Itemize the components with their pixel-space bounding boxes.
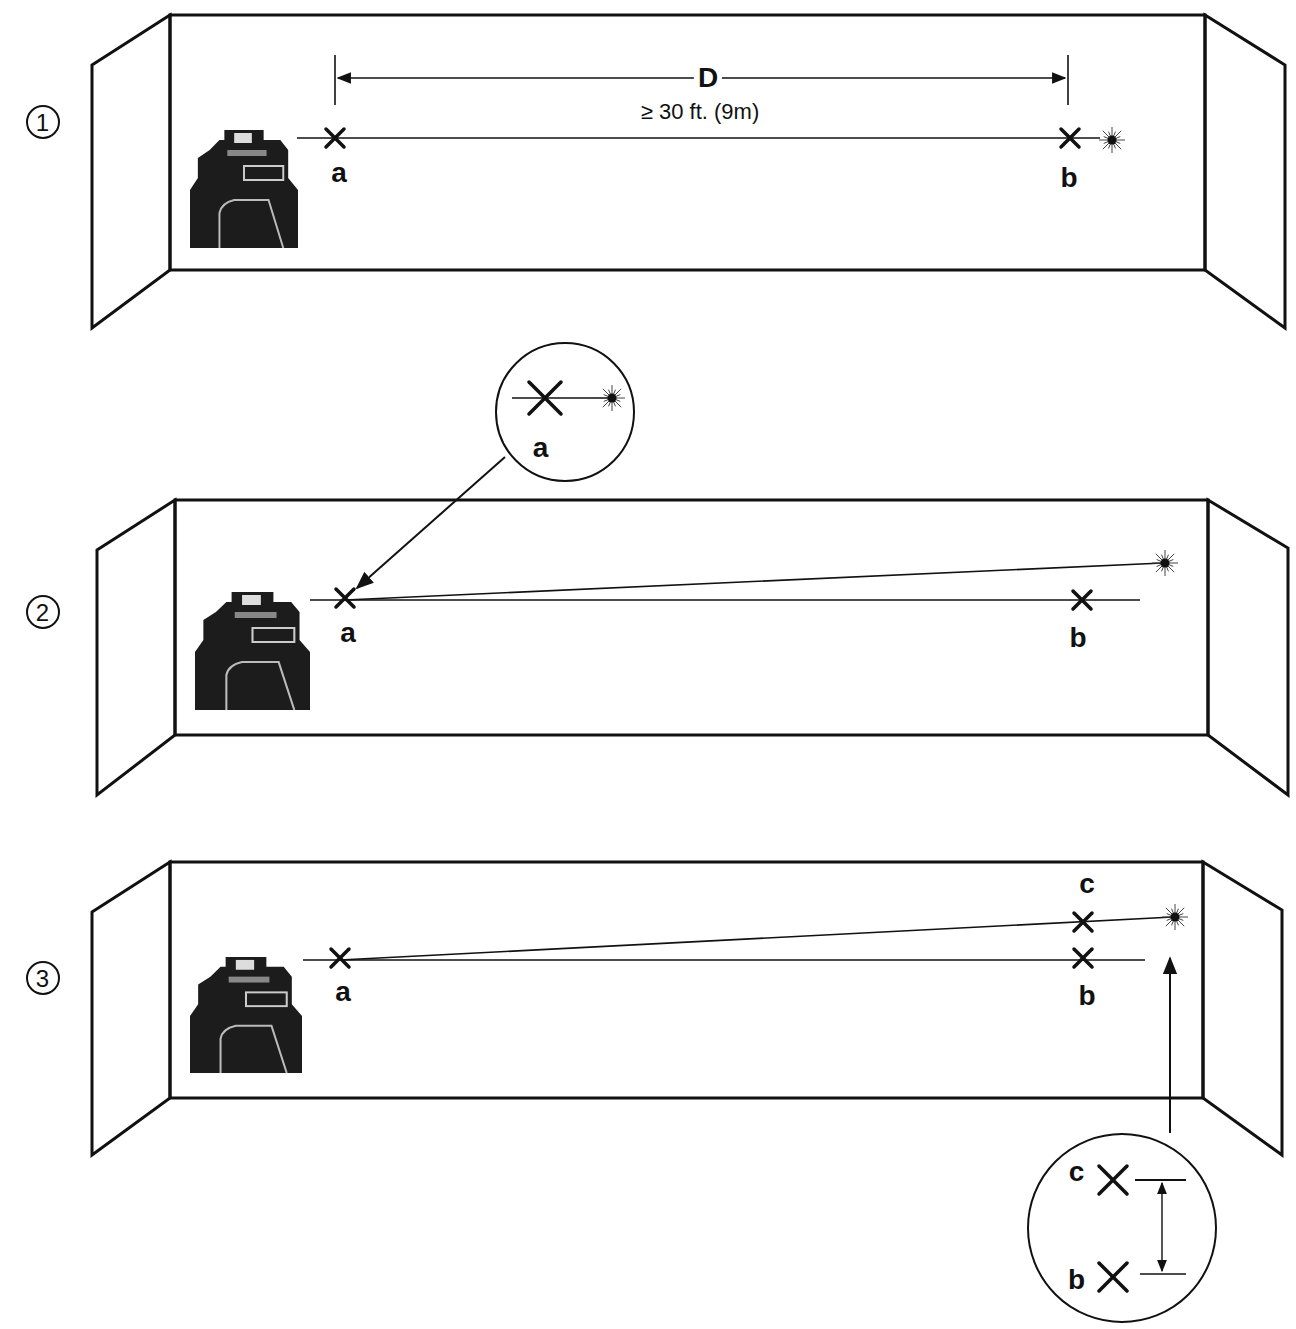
laser-level bbox=[195, 592, 310, 710]
leader-arrow bbox=[1169, 958, 1171, 1133]
x-mark bbox=[1099, 1263, 1127, 1291]
x-mark bbox=[326, 129, 344, 147]
point-label: a bbox=[331, 159, 347, 187]
callout-circle: a bbox=[495, 342, 635, 482]
laser-dot bbox=[599, 385, 625, 411]
point-label: c bbox=[1079, 870, 1095, 898]
step-number-circle: 1 bbox=[26, 105, 60, 139]
x-mark bbox=[1074, 913, 1092, 931]
step-number-circle: 2 bbox=[26, 595, 60, 629]
step-number: 3 bbox=[36, 967, 49, 991]
laser-devices bbox=[190, 130, 310, 1073]
x-mark bbox=[336, 589, 354, 607]
dimension-tick bbox=[1067, 55, 1069, 105]
laser-level bbox=[190, 130, 298, 248]
x-mark bbox=[1061, 129, 1079, 147]
step-number-circle: 3 bbox=[26, 961, 60, 995]
side-wall bbox=[92, 862, 170, 1155]
laser-dot bbox=[1162, 904, 1188, 930]
x-mark bbox=[529, 382, 561, 414]
side-wall bbox=[97, 500, 175, 795]
point-label: c bbox=[1069, 1158, 1085, 1186]
x-mark bbox=[331, 949, 349, 967]
x-mark bbox=[331, 949, 349, 967]
side-wall bbox=[92, 15, 170, 328]
x-mark bbox=[1073, 591, 1091, 609]
x-mark bbox=[1099, 1166, 1127, 1194]
laser-dot bbox=[1152, 550, 1178, 576]
point-label: a bbox=[335, 978, 351, 1006]
back-wall bbox=[175, 500, 1208, 735]
x-mark bbox=[529, 382, 561, 414]
x-mark bbox=[1074, 913, 1092, 931]
x-mark bbox=[1061, 129, 1079, 147]
callout-circle: cb bbox=[1027, 1133, 1217, 1323]
point-label: a bbox=[340, 619, 356, 647]
back-wall bbox=[170, 15, 1205, 270]
laser-beam bbox=[297, 137, 1100, 139]
x-mark bbox=[1099, 1263, 1127, 1291]
laser-beam bbox=[303, 959, 1145, 961]
x-mark bbox=[326, 129, 344, 147]
laser-dot bbox=[1099, 127, 1125, 153]
laser-beam bbox=[310, 599, 1140, 601]
distance-note: ≥ 30 ft. (9m) bbox=[641, 101, 759, 123]
side-wall bbox=[1203, 862, 1282, 1155]
x-mark bbox=[1074, 949, 1092, 967]
dimension-tick bbox=[334, 55, 336, 105]
laser-beam bbox=[345, 563, 1163, 600]
laser-beam bbox=[340, 917, 1173, 960]
step-number: 2 bbox=[36, 601, 49, 625]
x-mark bbox=[1099, 1166, 1127, 1194]
point-label: a bbox=[533, 434, 549, 462]
point-label: b bbox=[1068, 1266, 1085, 1294]
point-label: b bbox=[1060, 164, 1077, 192]
x-mark bbox=[336, 589, 354, 607]
dimension-line bbox=[1161, 1183, 1162, 1271]
x-mark bbox=[1074, 949, 1092, 967]
point-label: b bbox=[1069, 624, 1086, 652]
dimension-tick bbox=[1140, 1273, 1186, 1274]
laser-dots bbox=[599, 127, 1188, 930]
back-wall bbox=[170, 862, 1203, 1098]
dimension-tick bbox=[1135, 1179, 1186, 1181]
dimension-label: D bbox=[694, 64, 722, 92]
leader-arrow bbox=[357, 457, 505, 588]
side-wall bbox=[1205, 15, 1285, 328]
laser-beam bbox=[512, 397, 610, 399]
x-mark bbox=[1073, 591, 1091, 609]
marks bbox=[326, 129, 1127, 1291]
laser-level bbox=[190, 957, 302, 1073]
side-wall bbox=[1208, 500, 1288, 795]
point-label: b bbox=[1078, 982, 1095, 1010]
step-number: 1 bbox=[36, 111, 49, 135]
